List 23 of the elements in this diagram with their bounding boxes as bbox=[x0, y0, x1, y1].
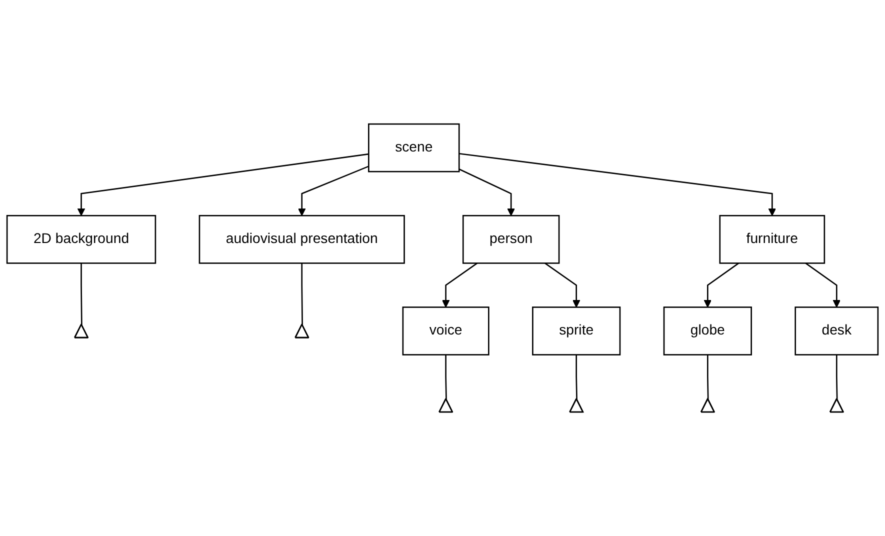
arrow bbox=[544, 262, 580, 308]
node-box: sprite bbox=[532, 306, 621, 356]
arrow bbox=[77, 153, 369, 216]
connector bbox=[707, 354, 709, 400]
node-box: 2D background bbox=[6, 214, 156, 264]
node-box: globe bbox=[663, 306, 752, 356]
node-box: desk bbox=[794, 306, 879, 356]
node-box: furniture bbox=[719, 214, 826, 264]
node-box: person bbox=[462, 214, 560, 264]
connector bbox=[445, 354, 447, 400]
connector bbox=[836, 354, 838, 400]
connector bbox=[80, 263, 82, 325]
arrow bbox=[459, 152, 776, 216]
node-box: voice bbox=[402, 306, 490, 356]
arrow bbox=[704, 262, 740, 308]
node-box: scene bbox=[368, 123, 460, 172]
arrow bbox=[298, 166, 369, 216]
node-box: audiovisual presentation bbox=[198, 214, 405, 264]
connector bbox=[576, 354, 578, 400]
arrow bbox=[458, 168, 515, 216]
arrow bbox=[805, 262, 841, 308]
connector bbox=[301, 263, 303, 325]
arrow bbox=[442, 262, 478, 308]
